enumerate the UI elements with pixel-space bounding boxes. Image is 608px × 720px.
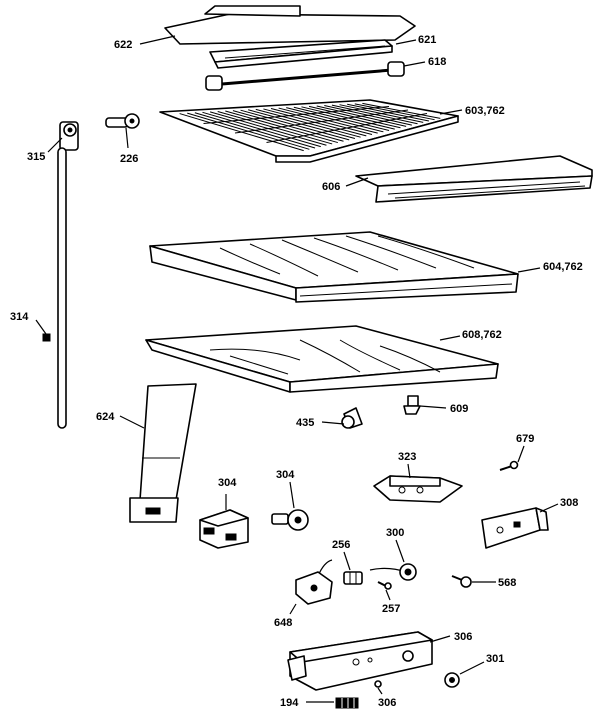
label-618: 618 — [428, 56, 446, 68]
label-608-762: 608,762 — [462, 329, 502, 341]
leader-315 — [47, 137, 63, 153]
part-257-screw[interactable] — [377, 581, 392, 590]
leader-621 — [395, 39, 417, 45]
part-568-screw[interactable] — [451, 575, 472, 588]
leader-257 — [385, 589, 391, 601]
part-608-tray[interactable] — [145, 325, 499, 393]
label-257: 257 — [382, 603, 400, 615]
label-606: 606 — [322, 181, 340, 193]
leader-624 — [119, 415, 145, 429]
label-624: 624 — [96, 411, 115, 423]
part-304-control-knob[interactable] — [271, 509, 309, 531]
leader-648 — [289, 603, 297, 615]
label-226: 226 — [120, 153, 138, 165]
leader-603 — [439, 109, 463, 115]
label-568: 568 — [498, 577, 516, 589]
shelf-cross-wire — [203, 106, 390, 124]
leader-323 — [407, 463, 411, 479]
leader-609 — [419, 405, 447, 409]
leader-256 — [343, 551, 351, 571]
part-323-housing[interactable] — [373, 475, 463, 503]
part-315-rod-bracket[interactable] — [59, 121, 79, 151]
leader-306b — [377, 687, 383, 695]
leader-314 — [35, 319, 47, 335]
label-314: 314 — [10, 311, 29, 323]
part-603-wire-shelf[interactable] — [159, 99, 459, 163]
label-256: 256 — [332, 539, 350, 551]
part-rod-shaft[interactable] — [57, 147, 67, 429]
part-622-top-cover[interactable] — [164, 5, 416, 45]
leader-604 — [517, 267, 541, 273]
label-679: 679 — [516, 433, 534, 445]
part-435-knob[interactable] — [341, 407, 363, 429]
leader-679 — [517, 445, 525, 463]
part-226-screw[interactable] — [105, 113, 140, 129]
leader-608 — [439, 335, 461, 341]
part-300-thermostat[interactable] — [369, 563, 417, 581]
label-194: 194 — [280, 697, 299, 709]
part-314-clip[interactable] — [42, 333, 51, 342]
label-306-top: 306 — [454, 631, 472, 643]
part-306-base-bracket[interactable] — [287, 631, 433, 691]
label-621: 621 — [418, 34, 436, 46]
label-609: 609 — [450, 403, 468, 415]
label-301: 301 — [486, 653, 504, 665]
shelf-cross-wire — [234, 109, 409, 134]
label-304-right: 304 — [276, 469, 295, 481]
leader-606 — [345, 177, 369, 187]
part-679-screw[interactable] — [499, 460, 519, 471]
leader-301 — [459, 661, 485, 675]
leader-622 — [139, 35, 176, 45]
leader-226 — [125, 127, 129, 149]
leader-435 — [321, 421, 345, 425]
part-621-rail[interactable] — [209, 39, 393, 69]
part-604-tray[interactable] — [149, 231, 519, 303]
label-304-left: 304 — [218, 477, 237, 489]
part-648-relay[interactable] — [295, 559, 333, 605]
leader-304b — [289, 481, 295, 509]
part-624-duct[interactable] — [129, 383, 197, 523]
part-306-screw[interactable] — [374, 680, 382, 688]
part-308-bracket[interactable] — [481, 507, 549, 549]
label-306-bottom: 306 — [378, 697, 396, 709]
part-606-shelf-front[interactable] — [355, 155, 593, 203]
leader-306a — [429, 635, 451, 643]
part-609-clip[interactable] — [403, 395, 421, 415]
label-603-762: 603,762 — [465, 105, 505, 117]
leader-308 — [539, 503, 559, 513]
label-435: 435 — [296, 417, 314, 429]
part-301-grommet[interactable] — [444, 672, 460, 688]
label-308: 308 — [560, 497, 578, 509]
label-300: 300 — [386, 527, 404, 539]
leader-618 — [403, 61, 426, 67]
part-304-switch-box[interactable] — [199, 509, 249, 549]
label-648: 648 — [274, 617, 292, 629]
part-194-clip[interactable] — [335, 697, 359, 709]
label-622: 622 — [114, 39, 132, 51]
label-604-762: 604,762 — [543, 261, 583, 273]
part-618-support-rod[interactable] — [205, 61, 405, 91]
part-256-connector[interactable] — [343, 571, 363, 585]
label-323: 323 — [398, 451, 416, 463]
leader-300 — [395, 539, 405, 563]
shelf-cross-wire — [266, 113, 428, 143]
label-315: 315 — [27, 151, 45, 163]
